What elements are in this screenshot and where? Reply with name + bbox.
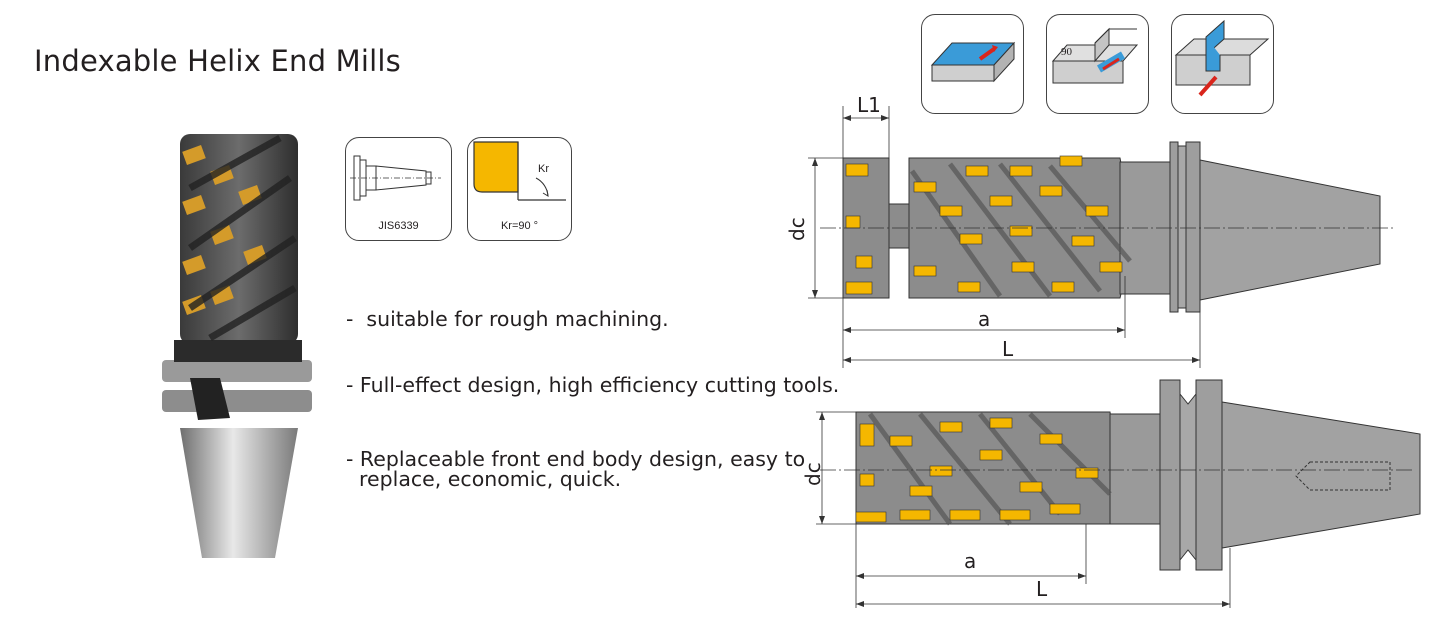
angle-label: Kr=90 °: [500, 220, 539, 232]
top-a-label: a: [978, 307, 990, 331]
face-milling-graphic: [930, 41, 1016, 83]
bt-shank-icon: [350, 155, 441, 201]
top-l-label: L: [1002, 337, 1014, 361]
wall-angle-mark: 90: [1061, 46, 1073, 58]
feature-3a: - Replaceable front end body design, eas…: [346, 447, 806, 471]
shoulder-milling-icon: 90: [1046, 14, 1149, 114]
product-photo: [162, 134, 312, 558]
top-tool-drawing: L1 dc a L: [785, 93, 1394, 368]
shoulder-milling-graphic: 90: [1051, 27, 1139, 84]
feature-3b: replace, economic, quick.: [346, 467, 622, 491]
top-l1-label: L1: [857, 93, 881, 117]
slot-milling-graphic: [1174, 19, 1270, 97]
lead-angle-icon: Kr Kr=90 °: [467, 137, 572, 241]
slot-milling-icon: [1171, 14, 1274, 114]
shank-label: JIS6339: [378, 220, 419, 232]
top-dc-label: dc: [785, 217, 809, 241]
bottom-tool-drawing: dc a L: [801, 379, 1421, 608]
feature-2: - Full-effect design, high efficiency cu…: [346, 373, 840, 397]
bottom-l-label: L: [1036, 577, 1048, 601]
shank-type-icon: JIS6339: [345, 137, 452, 241]
kr-mark: Kr: [538, 163, 549, 175]
insert-angle-icon: Kr: [473, 141, 566, 201]
bottom-dc-label: dc: [801, 462, 825, 486]
page-title: Indexable Helix End Mills: [34, 44, 401, 78]
face-milling-icon: [921, 14, 1024, 114]
bottom-a-label: a: [964, 549, 976, 573]
feature-1: - suitable for rough machining.: [346, 307, 669, 331]
